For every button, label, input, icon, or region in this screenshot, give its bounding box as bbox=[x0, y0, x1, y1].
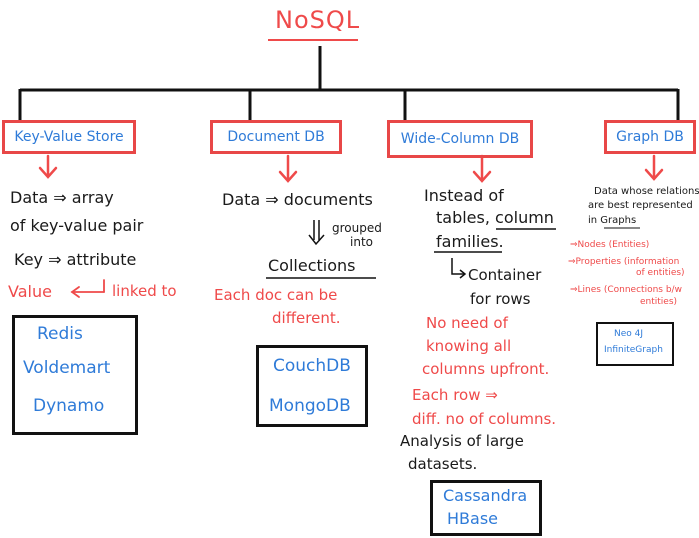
linked-to-arrow bbox=[70, 279, 105, 298]
wide-analysis-2: datasets. bbox=[408, 455, 478, 473]
wide-red-5: diff. no of columns. bbox=[412, 410, 557, 428]
wide-red-2: knowing all bbox=[426, 337, 512, 355]
wide-example-1: Cassandra bbox=[443, 486, 528, 505]
graph-example-2: InfiniteGraph bbox=[604, 345, 663, 355]
graph-intro-1: Data whose relations bbox=[594, 186, 699, 197]
doc-note-1: Each doc can be bbox=[214, 286, 338, 304]
wide-line-3: families. bbox=[436, 232, 504, 251]
graph-bullet-properties: ⇒Properties (information bbox=[568, 257, 680, 267]
kv-line-2: of key-value pair bbox=[10, 216, 144, 235]
graph-bullet-nodes: ⇒Nodes (Entities) bbox=[570, 240, 650, 250]
kv-value-label: Value bbox=[8, 282, 52, 301]
doc-line-1: Data ⇒ documents bbox=[222, 190, 373, 209]
doc-examples-box: CouchDB MongoDB bbox=[256, 345, 368, 427]
kv-example-3: Dynamo bbox=[33, 396, 105, 416]
container-arrow bbox=[451, 258, 467, 279]
kv-examples-box: Redis Voldemart Dynamo bbox=[12, 315, 138, 435]
wide-analysis-1: Analysis of large bbox=[400, 432, 524, 450]
graph-intro-2: are best represented bbox=[588, 200, 693, 211]
wide-red-3: columns upfront. bbox=[422, 360, 550, 378]
kv-line-1: Data ⇒ array bbox=[10, 188, 114, 207]
grouped-into-arrow bbox=[308, 220, 325, 246]
graph-example-1: Neo 4J bbox=[614, 329, 644, 339]
kv-example-1: Redis bbox=[37, 324, 83, 344]
wide-example-2: HBase bbox=[447, 509, 498, 528]
wide-container-2: for rows bbox=[470, 290, 531, 308]
diagram-title: NoSQL bbox=[275, 6, 361, 34]
graph-bullet-lines-2: entities) bbox=[640, 297, 678, 307]
kv-example-2: Voldemart bbox=[23, 358, 111, 378]
doc-note-2: different. bbox=[272, 309, 341, 327]
doc-collections: Collections bbox=[268, 256, 356, 275]
graph-examples-box: Neo 4J InfiniteGraph bbox=[596, 322, 674, 366]
wide-line-2: tables, column bbox=[436, 208, 554, 227]
wide-red-4: Each row ⇒ bbox=[412, 386, 498, 404]
header-wide-column-db: Wide-Column DB bbox=[387, 120, 533, 158]
graph-bullet-properties-2: of entities) bbox=[636, 268, 685, 278]
wide-container-1: Container bbox=[468, 266, 542, 284]
kv-line-3: Key ⇒ attribute bbox=[14, 250, 137, 269]
header-graph-db: Graph DB bbox=[604, 120, 696, 154]
doc-example-2: MongoDB bbox=[269, 396, 351, 416]
header-document-db: Document DB bbox=[210, 120, 342, 154]
graph-intro-3: in Graphs bbox=[588, 215, 637, 226]
graph-bullet-lines: ⇒Lines (Connections b/w bbox=[570, 285, 682, 295]
wide-red-1: No need of bbox=[426, 314, 508, 332]
doc-grouped: grouped bbox=[332, 221, 382, 235]
kv-linked-to: linked to bbox=[112, 282, 177, 300]
wide-examples-box: Cassandra HBase bbox=[430, 480, 542, 536]
doc-example-1: CouchDB bbox=[273, 356, 351, 376]
header-key-value-store: Key-Value Store bbox=[2, 120, 136, 154]
doc-into: into bbox=[350, 235, 373, 249]
wide-line-1: Instead of bbox=[424, 186, 504, 205]
